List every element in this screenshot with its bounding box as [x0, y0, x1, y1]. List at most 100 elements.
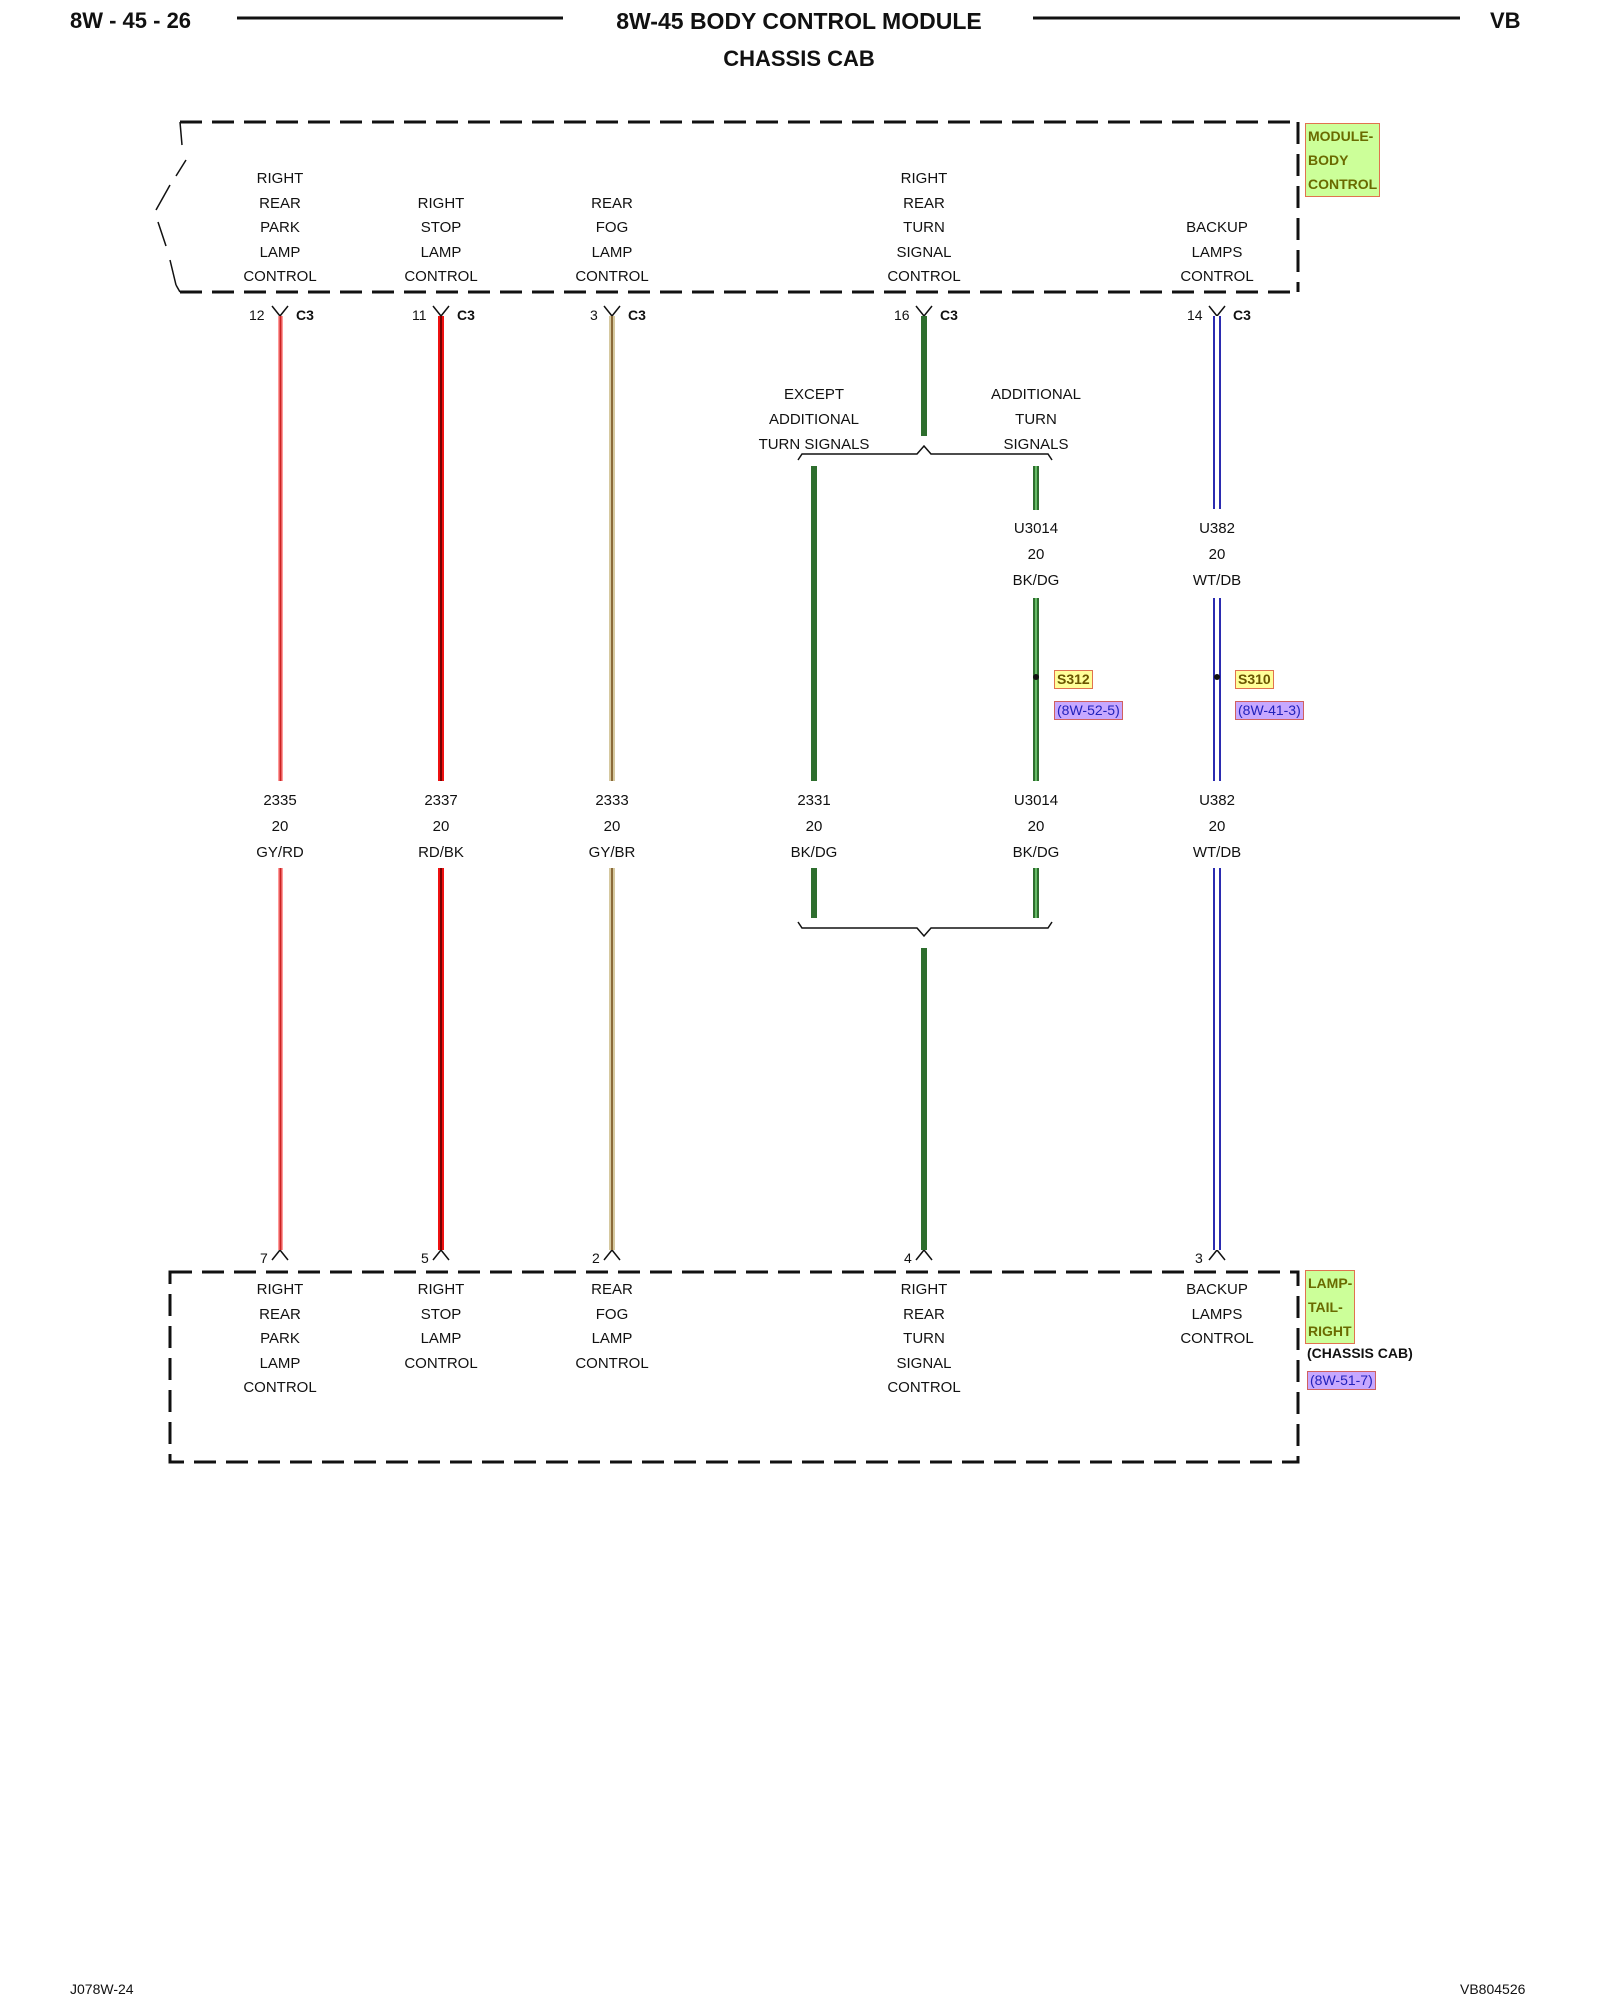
wire-gauge: 20	[1208, 546, 1226, 563]
wire-circuit: U3014	[1013, 520, 1059, 537]
top-label-right-rear-turn: RIGHT REAR TURN SIGNAL CONTROL	[854, 167, 994, 290]
wire-gauge: 20	[432, 818, 450, 835]
label-line: REAR	[591, 194, 633, 212]
wire-color: BK/DG	[790, 844, 838, 861]
label-line: CONTROL	[404, 1354, 478, 1372]
label-line: RIGHT	[900, 170, 948, 187]
label-line: CONTROL	[887, 1379, 961, 1396]
label-line: LAMPS	[1191, 243, 1243, 261]
wire-color: GY/BR	[588, 844, 636, 861]
bottom-label-right-rear-park: RIGHT REAR PARK LAMP CONTROL	[210, 1278, 350, 1401]
label-line: LAMP	[591, 243, 633, 261]
splice-s310-tag[interactable]: S310	[1235, 670, 1274, 689]
connector-label: C3	[628, 307, 646, 323]
wire-gauge: 20	[603, 818, 621, 835]
label-line: REAR	[591, 1281, 633, 1298]
wire-gauge: 20	[271, 818, 289, 835]
wire-gauge: 20	[1027, 818, 1045, 835]
top-pin-number: 12	[249, 307, 265, 323]
wire-circuit: 2337	[424, 792, 458, 809]
label-line: STOP	[420, 219, 462, 236]
label-line: LAMP	[420, 1330, 462, 1347]
label-line: SIGNALS	[1003, 436, 1069, 453]
module-body-control-tag: MODULE- BODY CONTROL	[1305, 123, 1381, 197]
bottom-connector-symbols	[271, 1248, 1226, 1261]
label-line: TURN	[903, 219, 945, 236]
wire-label-2335: 2335 20 GY/RD	[225, 788, 335, 866]
label-line: LAMP	[591, 1330, 633, 1347]
label-line: RIGHT	[417, 194, 465, 212]
label-line: LAMP	[259, 1354, 301, 1372]
module-ref-link[interactable]: (8W-51-7)	[1307, 1371, 1376, 1390]
branch-label-except-additional: EXCEPT ADDITIONAL TURN SIGNALS	[739, 382, 889, 457]
label-line: REAR	[903, 1305, 945, 1323]
wire-gauge: 20	[805, 818, 823, 835]
splice-s312-ref-link[interactable]: (8W-52-5)	[1054, 701, 1123, 720]
top-label-backup-lamps: BACKUP LAMPS CONTROL	[1147, 216, 1287, 290]
label-line: EXCEPT	[783, 386, 844, 403]
wire-circuit: U3014	[1013, 792, 1059, 809]
module-lamp-tail-right-tag: LAMP- TAIL- RIGHT	[1305, 1270, 1356, 1344]
wire-circuit: U382	[1199, 792, 1235, 809]
wire-color: BK/DG	[1012, 572, 1060, 589]
top-pin-number: 16	[894, 307, 910, 323]
label-line: FOG	[595, 219, 629, 236]
top-label-right-stop: RIGHT STOP LAMP CONTROL	[371, 192, 511, 290]
wire-circuit: 2331	[797, 792, 831, 809]
wire-label-u382-lower: U382 20 WT/DB	[1162, 788, 1272, 866]
wire-u382-wt-db	[1213, 316, 1221, 1250]
label-line: TURN	[1015, 411, 1057, 428]
label-line: CONTROL	[243, 1379, 317, 1396]
connector-label: C3	[1233, 307, 1251, 323]
label-line: LAMP	[420, 243, 462, 261]
label-line: CONTROL	[575, 1354, 649, 1372]
splice-dot-s312	[1033, 674, 1039, 680]
splice-s312-tag[interactable]: S312	[1054, 670, 1093, 689]
connector-label: C3	[940, 307, 958, 323]
label-line: REAR	[259, 1305, 301, 1323]
connector-label: C3	[457, 307, 475, 323]
splice-s310-ref-link[interactable]: (8W-41-3)	[1235, 701, 1304, 720]
label-line: REAR	[259, 194, 301, 212]
page-title: 8W-45 BODY CONTROL MODULE	[616, 8, 982, 34]
label-line: RIGHT	[256, 1281, 304, 1298]
label-line: BACKUP	[1186, 1281, 1248, 1298]
vehicle-code: VB	[1490, 8, 1521, 33]
branch-label-additional: ADDITIONAL TURN SIGNALS	[961, 382, 1111, 457]
label-line: RIGHT	[417, 1281, 465, 1298]
bottom-pin-number: 5	[421, 1250, 429, 1266]
bottom-pin-number: 4	[904, 1250, 912, 1266]
label-line: TURN SIGNALS	[758, 436, 870, 453]
wire-2335-gy-rd	[278, 316, 283, 1250]
label-line: CONTROL	[243, 268, 317, 285]
wire-label-u382-upper: U382 20 WT/DB	[1162, 516, 1272, 594]
label-line: PARK	[260, 1330, 300, 1347]
splice-dot-s310	[1214, 674, 1220, 680]
page-reference: 8W - 45 - 26	[70, 8, 192, 33]
label-line: STOP	[420, 1305, 462, 1323]
module-body-control-outline	[180, 120, 1300, 294]
wire-label-2333: 2333 20 GY/BR	[557, 788, 667, 866]
page-subtitle: CHASSIS CAB	[723, 46, 875, 71]
wire-turn-signal-bk-dg	[797, 316, 1053, 1250]
wire-label-2337: 2337 20 RD/BK	[386, 788, 496, 866]
bottom-pin-number: 2	[592, 1250, 600, 1266]
label-line: RIGHT	[256, 170, 304, 187]
wire-circuit: 2333	[595, 792, 629, 809]
label-line: REAR	[903, 194, 945, 212]
label-line: BACKUP	[1186, 219, 1248, 236]
wire-color: RD/BK	[418, 844, 464, 861]
label-line: SIGNAL	[896, 243, 952, 261]
label-line: TURN	[903, 1330, 945, 1347]
wire-color: WT/DB	[1192, 844, 1242, 861]
wire-color: WT/DB	[1192, 572, 1242, 589]
wire-gauge: 20	[1027, 546, 1045, 563]
footer-left-code: J078W-24	[70, 1981, 134, 1997]
label-line: CONTROL	[887, 268, 961, 285]
label-line: CONTROL	[575, 268, 649, 285]
top-label-rear-fog: REAR FOG LAMP CONTROL	[542, 192, 682, 290]
footer-right-code: VB804526	[1460, 1981, 1526, 1997]
label-line: CONTROL	[404, 268, 478, 285]
module-name-line: LAMP-	[1308, 1275, 1353, 1291]
module-name-line: TAIL-	[1308, 1299, 1343, 1315]
